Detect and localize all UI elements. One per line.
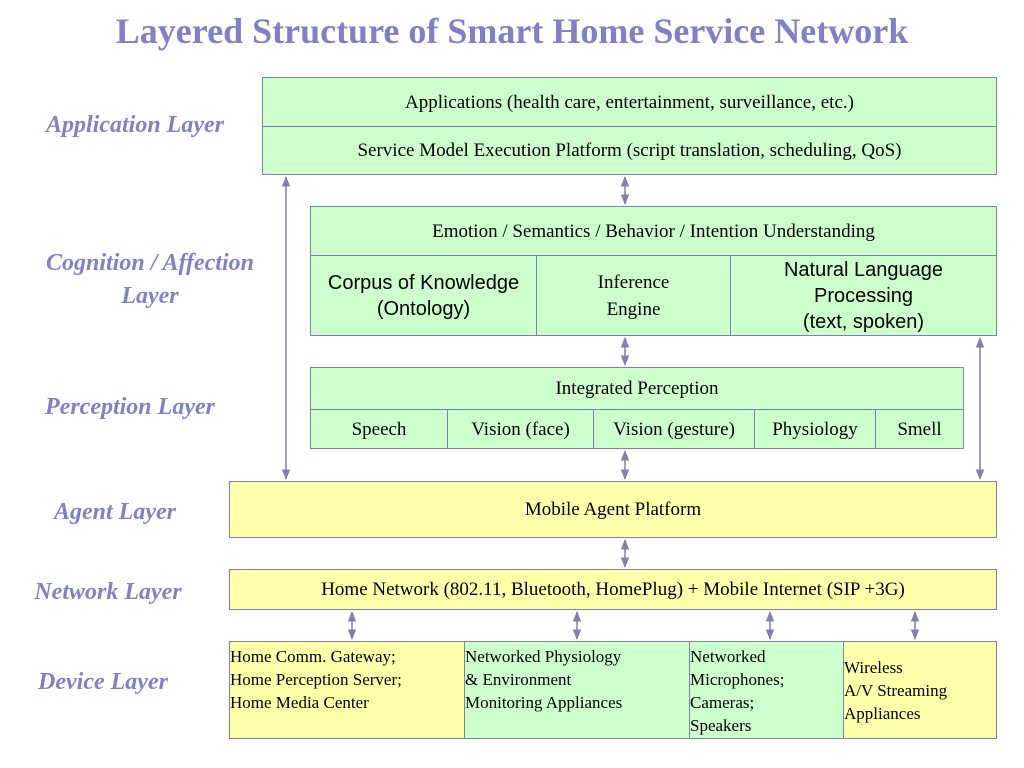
vision-gesture-box: Vision (gesture) [593, 409, 755, 449]
nlp-line3: (text, spoken) [802, 310, 925, 333]
network-layer-label: Network Layer [34, 579, 182, 605]
wireless-av-box: Wireless A/V Streaming Appliances [843, 641, 997, 739]
wireless-line2: A/V Streaming [844, 680, 948, 700]
inference-box: Inference Engine [536, 255, 731, 336]
wireless-line1: Wireless [844, 657, 903, 677]
mic-line4: Speakers [690, 716, 752, 735]
nlp-box: Natural Language Processing (text, spoke… [730, 255, 997, 336]
physio-line2: & Environment [465, 670, 572, 689]
cognition-layer-label-line2: Layer [121, 283, 179, 309]
mic-line2: Microphones; [690, 670, 785, 689]
corpus-box: Corpus of Knowledge (Ontology) [310, 255, 537, 336]
cognition-layer-label-line1: Cognition / Affection [45, 250, 255, 276]
vision-face-box: Vision (face) [447, 409, 594, 449]
applications-box: Applications (health care, entertainment… [262, 77, 997, 127]
agent-layer-label: Agent Layer [54, 499, 176, 525]
physiology-box: Physiology [754, 409, 876, 449]
page-title: Layered Structure of Smart Home Service … [115, 11, 909, 51]
wireless-line3: Appliances [844, 703, 921, 723]
physiology-appliances-box: Networked Physiology & Environment Monit… [464, 641, 690, 739]
corpus-line2: (Ontology) [376, 297, 471, 320]
service-platform-box: Service Model Execution Platform (script… [262, 126, 997, 175]
gateway-box: Home Comm. Gateway; Home Perception Serv… [229, 641, 465, 739]
microphones-box: Networked Microphones; Cameras; Speakers [689, 641, 844, 739]
home-network-box: Home Network (802.11, Bluetooth, HomePlu… [229, 569, 997, 610]
device-layer-label: Device Layer [38, 669, 168, 695]
cognition-layer-label: Cognition / Affection Layer [10, 247, 290, 313]
application-layer-label: Application Layer [46, 112, 224, 138]
integrated-perception-box: Integrated Perception [310, 367, 964, 410]
physio-line1: Networked Physiology [465, 647, 622, 666]
mic-line1: Networked [690, 647, 766, 666]
perception-layer-label: Perception Layer [45, 394, 215, 420]
speech-box: Speech [310, 409, 448, 449]
physio-line3: Monitoring Appliances [465, 693, 623, 712]
mic-line3: Cameras; [690, 693, 755, 712]
nlp-line2: Processing [814, 284, 913, 307]
mobile-agent-platform-box: Mobile Agent Platform [229, 481, 997, 538]
corpus-line1: Corpus of Knowledge [327, 271, 520, 294]
gateway-line3: Home Media Center [230, 693, 369, 712]
nlp-line1: Natural Language [783, 258, 943, 281]
inference-line1: Inference [597, 271, 670, 293]
gateway-line1: Home Comm. Gateway; [230, 647, 396, 666]
gateway-line2: Home Perception Server; [230, 670, 402, 689]
understanding-box: Emotion / Semantics / Behavior / Intenti… [310, 206, 997, 256]
smell-box: Smell [875, 409, 964, 449]
inference-line2: Engine [606, 298, 661, 320]
